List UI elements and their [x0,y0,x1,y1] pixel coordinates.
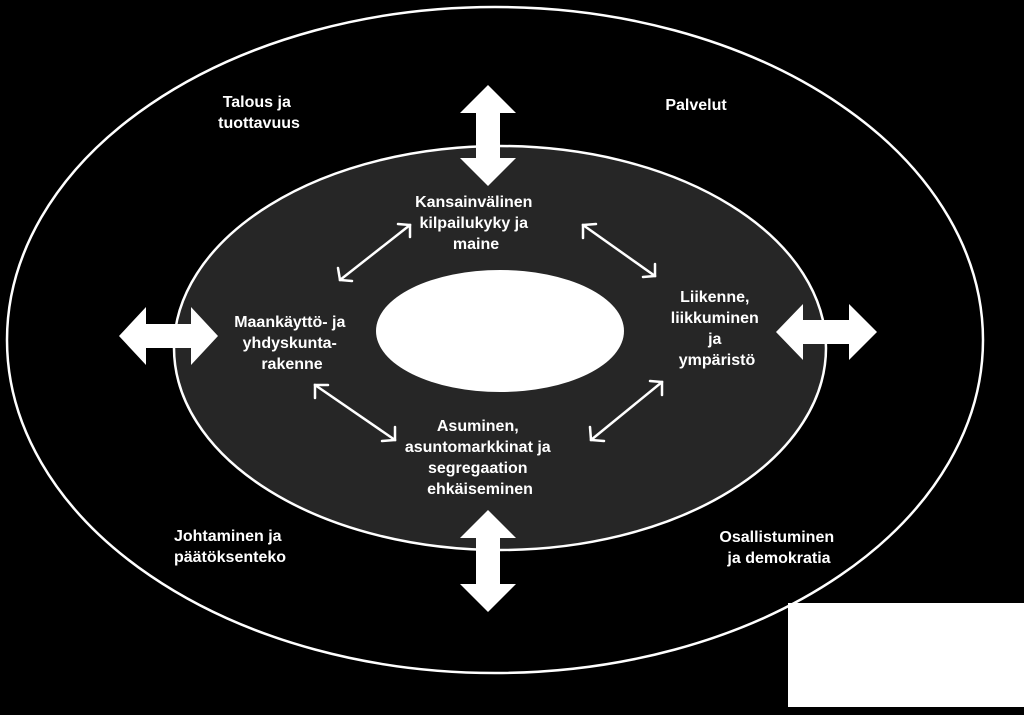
inner-label-left: Maankäyttö- ja yhdyskunta- rakenne [234,314,350,373]
inner-label-top: Kansainvälinen kilpailukyky ja maine [415,194,537,253]
bottom-double-arrow-icon [460,510,516,612]
inner-label-bottom: Asuminen, asuntomarkkinat ja segregaatio… [405,418,555,498]
arrow-bottom-right-icon [588,379,664,443]
right-double-arrow-icon [776,304,877,360]
inner-label-right: Liikenne, liikkuminen ja ympäristö [671,289,763,369]
diagonal-arrows [313,222,664,443]
center-ellipse [376,270,624,392]
outer-label-bottom-right: Osallistuminen ja demokratia [719,529,838,567]
top-double-arrow-icon [460,85,516,186]
arrow-top-left-icon [336,222,412,283]
outer-label-top-left: Talous ja tuottavuus [218,94,300,132]
arrow-bottom-left-icon [313,383,397,443]
outer-label-bottom-left: Johtaminen ja päätöksenteko [174,528,286,566]
outer-label-top-right: Palvelut [665,97,727,114]
left-double-arrow-icon [119,307,218,365]
corner-white-box [788,603,1024,707]
arrow-top-right-icon [581,222,657,279]
